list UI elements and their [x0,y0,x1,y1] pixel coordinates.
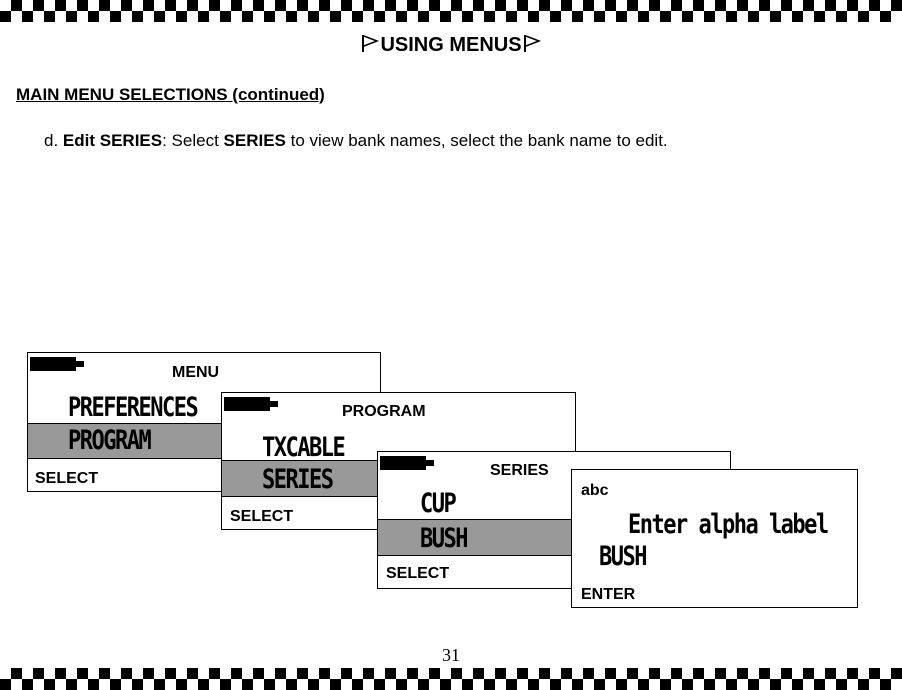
softkey-label: ENTER [581,586,636,603]
entry-prompt: Enter alpha label [628,510,829,540]
instruction-bold-series: SERIES [223,131,286,150]
instruction-bold-edit-series: Edit SERIES [62,131,163,150]
menu-item-preferences: PREFERENCES [68,393,199,423]
instruction-text-1: : Select [162,131,224,150]
menu-item-series: SERIES [262,465,334,495]
battery-icon [380,456,434,470]
menu-item-cup: CUP [420,489,457,519]
instruction-text-2: to view bank names, select the bank name… [285,131,668,150]
instruction-text: d. Edit SERIES: Select SERIES to view ba… [44,131,668,151]
screen-title: MENU [172,364,220,381]
battery-icon [30,357,84,371]
screen-label-entry: abc Enter alpha label BUSH ENTER [571,469,858,608]
softkey-label: SELECT [230,508,294,525]
instruction-prefix: d. [44,131,63,150]
flag-icon [523,35,541,52]
menu-item-txcable: TXCABLE [262,433,346,463]
battery-icon [224,397,278,411]
checkered-border-bottom [0,668,902,690]
flag-icon [362,35,380,52]
screen-title: PROGRAM [342,403,426,420]
softkey-label: SELECT [386,565,450,582]
page-number: 31 [442,645,460,665]
page-title-text: USING MENUS [380,34,522,56]
menu-item-bush: BUSH [420,524,468,554]
input-mode-label: abc [581,482,609,499]
menu-item-program: PROGRAM [68,426,152,456]
screen-title: SERIES [490,462,549,479]
softkey-label: SELECT [35,470,99,487]
section-heading: MAIN MENU SELECTIONS (continued) [16,85,325,104]
entry-value: BUSH [599,542,647,572]
checkered-border-top [0,0,902,22]
page-title: USING MENUS [0,33,902,57]
